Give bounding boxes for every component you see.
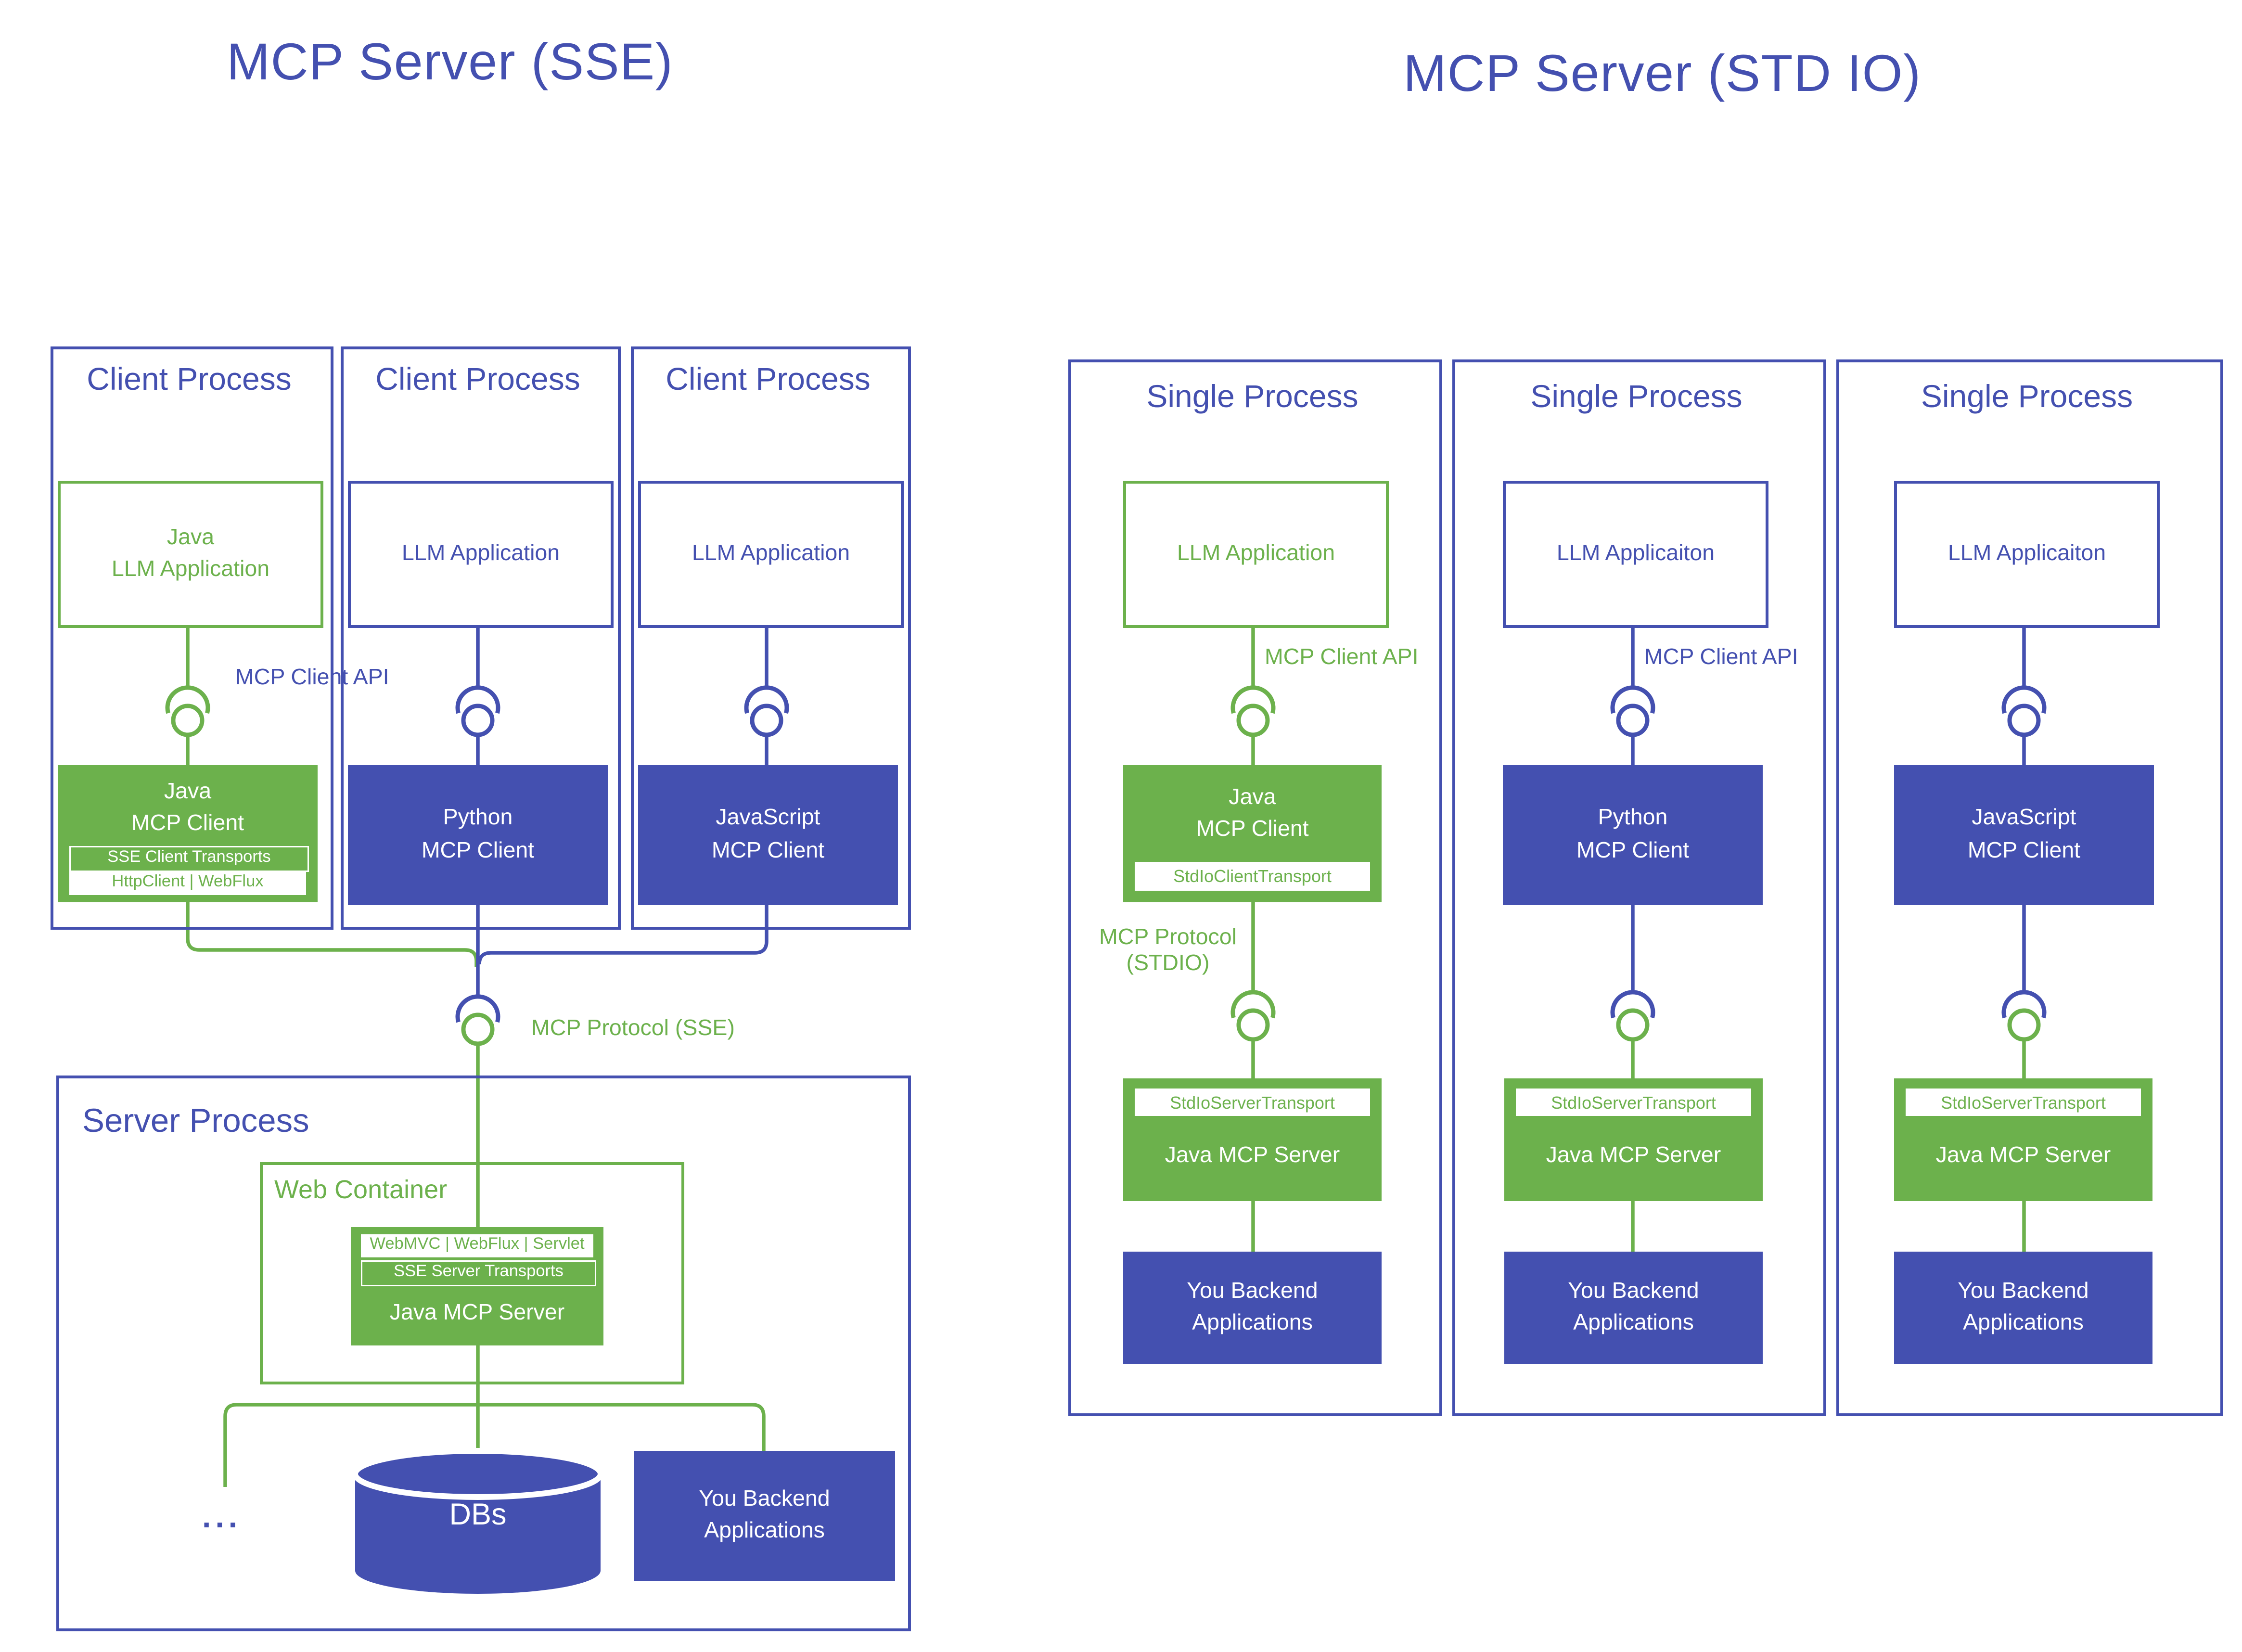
backend-applications-box-stdio-1: You Backend Applications — [1123, 1252, 1382, 1364]
stdio-client-transport-strip: StdIoClientTransport — [1135, 862, 1370, 891]
java-mcp-server-label-stdio-1: Java MCP Server — [1165, 1143, 1340, 1168]
single-process-title-python: Single Process — [1530, 378, 1742, 414]
httpclient-webflux-strip: HttpClient | WebFlux — [69, 872, 306, 895]
mcp-protocol-sse-label: MCP Protocol (SSE) — [531, 1016, 735, 1041]
java-mcp-server-box-stdio-2: StdIoServerTransport Java MCP Server — [1504, 1078, 1763, 1201]
stdio-java-client-api-connector — [1230, 625, 1276, 765]
java-mcp-server-box-stdio-3: StdIoServerTransport Java MCP Server — [1894, 1078, 2152, 1201]
llm-application-box-stdio-python: LLM Applicaiton — [1503, 481, 1768, 628]
backend-applications-box-sse: You Backend Applications — [634, 1451, 895, 1581]
mcp-client-api-label-sse: MCP Client API — [235, 666, 389, 690]
stdio-javascript-protocol-connector — [2001, 905, 2047, 1252]
llm-application-box-python: LLM Application — [348, 481, 614, 628]
sse-java-client-api-connector — [165, 625, 210, 765]
sse-server-branch-lines — [223, 1345, 766, 1487]
stdio-diagram-title: MCP Server (STD IO) — [1403, 43, 1922, 102]
python-mcp-client-box: Python MCP Client — [348, 765, 608, 905]
single-process-title-javascript: Single Process — [1921, 378, 2133, 414]
stdio-server-transport-strip-1: StdIoServerTransport — [1135, 1089, 1370, 1116]
java-mcp-client-label-stdio: Java MCP Client — [1196, 784, 1309, 842]
server-process-title: Server Process — [82, 1101, 309, 1139]
backend-applications-box-stdio-2: You Backend Applications — [1504, 1252, 1763, 1364]
javascript-mcp-client-box-stdio: JavaScript MCP Client — [1894, 765, 2154, 905]
sse-diagram-title: MCP Server (SSE) — [227, 32, 674, 91]
java-llm-application-box: Java LLM Application — [58, 481, 323, 628]
mcp-client-api-label-stdio-java: MCP Client API — [1265, 645, 1419, 670]
java-mcp-client-box: Java MCP Client SSE Client Transports Ht… — [58, 765, 318, 902]
sse-protocol-junction — [186, 902, 769, 1230]
web-container-title: Web Container — [274, 1175, 448, 1204]
single-process-title-java: Single Process — [1146, 378, 1358, 414]
sse-javascript-client-api-connector — [744, 625, 789, 765]
client-process-title-java: Client Process — [87, 361, 292, 397]
llm-application-box-javascript: LLM Application — [638, 481, 904, 628]
stdio-python-client-api-connector — [1610, 625, 1655, 765]
single-process-frame-python — [1452, 359, 1826, 1416]
sse-client-transports-strip: SSE Client Transports — [69, 846, 309, 872]
client-process-frame-python — [341, 346, 621, 930]
java-mcp-server-box-stdio-1: StdIoServerTransport Java MCP Server — [1123, 1078, 1382, 1201]
mcp-protocol-stdio-label: MCP Protocol (STDIO) — [1099, 925, 1237, 976]
java-mcp-server-label-stdio-2: Java MCP Server — [1546, 1143, 1721, 1168]
javascript-mcp-client-box: JavaScript MCP Client — [638, 765, 898, 905]
backend-applications-box-stdio-3: You Backend Applications — [1894, 1252, 2152, 1364]
sse-server-transports-strip: SSE Server Transports — [361, 1260, 596, 1286]
sse-python-client-api-connector — [455, 625, 500, 765]
stdio-javascript-client-api-connector — [2001, 625, 2047, 765]
client-process-title-javascript: Client Process — [666, 361, 871, 397]
dbs-cylinder — [352, 1448, 603, 1594]
python-mcp-client-box-stdio: Python MCP Client — [1503, 765, 1763, 905]
single-process-frame-java — [1068, 359, 1442, 1416]
web-container-frame — [260, 1162, 684, 1384]
more-backends-ellipsis: ... — [202, 1498, 242, 1535]
stdio-server-transport-strip-3: StdIoServerTransport — [1906, 1089, 2141, 1116]
client-process-frame-javascript — [631, 346, 911, 930]
java-mcp-server-label-stdio-3: Java MCP Server — [1935, 1143, 2111, 1168]
client-process-frame-java — [51, 346, 333, 930]
stdio-server-transport-strip-2: StdIoServerTransport — [1516, 1089, 1751, 1116]
mcp-client-api-label-stdio-python: MCP Client API — [1644, 645, 1798, 670]
single-process-frame-javascript — [1836, 359, 2223, 1416]
webmvc-webflux-servlet-strip: WebMVC | WebFlux | Servlet — [361, 1234, 593, 1257]
llm-application-box-stdio-javascript: LLM Applicaiton — [1894, 481, 2160, 628]
java-mcp-client-box-stdio: Java MCP Client StdIoClientTransport — [1123, 765, 1382, 902]
stdio-python-protocol-connector — [1610, 905, 1655, 1252]
client-process-title-python: Client Process — [375, 361, 580, 397]
stdio-java-protocol-connector — [1230, 902, 1276, 1252]
llm-application-box-stdio-java: LLM Application — [1123, 481, 1389, 628]
dbs-label: DBs — [449, 1498, 507, 1532]
java-mcp-server-label-sse: Java MCP Server — [389, 1300, 565, 1325]
java-mcp-server-box-sse: WebMVC | WebFlux | Servlet SSE Server Tr… — [351, 1227, 603, 1345]
java-mcp-client-label: Java MCP Client — [131, 779, 244, 836]
server-process-frame — [56, 1076, 911, 1631]
